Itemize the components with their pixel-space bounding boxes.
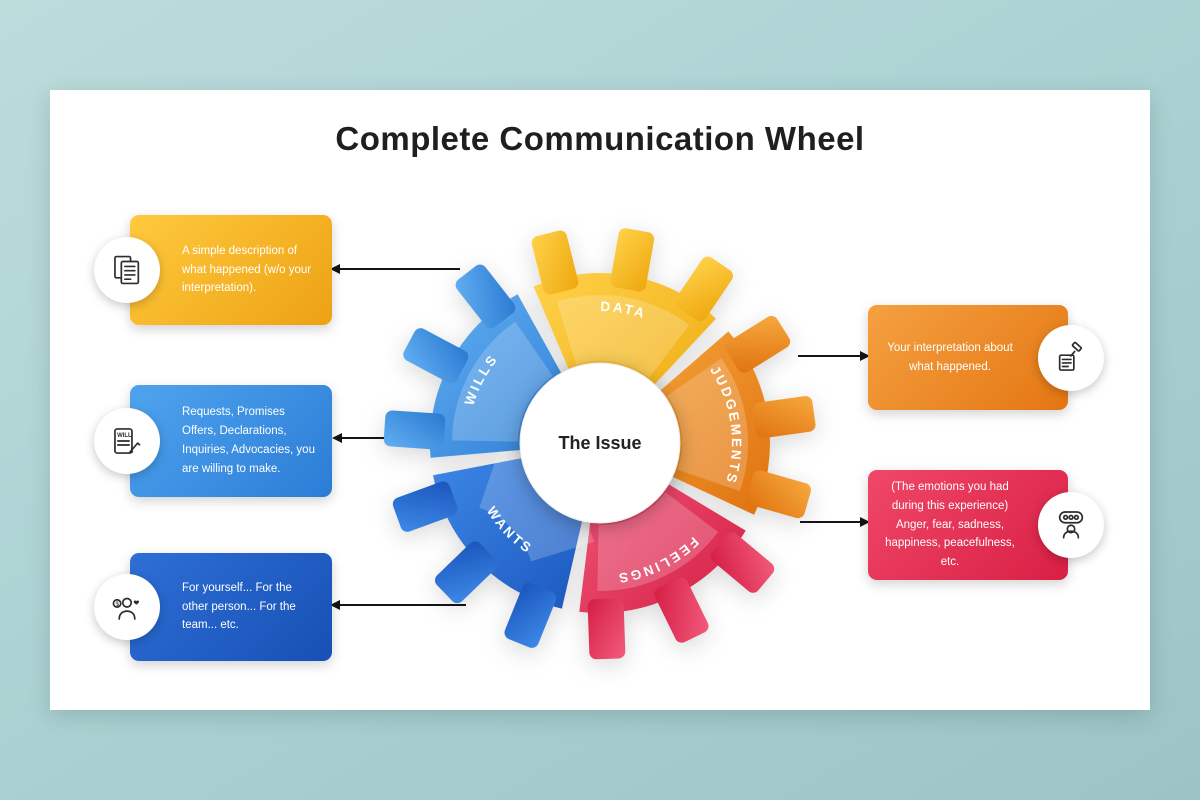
callout-card-data: A simple description of what happened (w… [94, 215, 332, 325]
segment-judgements [600, 315, 816, 519]
icon-badge [1038, 324, 1104, 391]
communication-wheel: DATA JUDGEMENTS FEELINGS WANTS WILLS The… [383, 228, 816, 660]
center-hub-label: The Issue [558, 433, 641, 453]
callout-card-wills: WILL Requests, Promises Offers, Declarat… [94, 385, 332, 497]
person-money-icon: $ [112, 597, 140, 620]
segment-data [531, 228, 733, 443]
arrow-judgements [798, 350, 870, 361]
callout-card-wants: $ For yourself... For the other person..… [94, 553, 332, 661]
will-scroll-icon: WILL [114, 428, 141, 454]
icon-badge: WILL [94, 408, 160, 474]
svg-text:WILL: WILL [117, 433, 132, 439]
callout-text-data: A simple description of what happened (w… [182, 244, 312, 295]
icon-badge [1038, 492, 1104, 558]
icon-badge [94, 237, 160, 303]
callout-text-wants: For yourself... For the other person... … [182, 581, 296, 632]
page-title: Complete Communication Wheel [335, 120, 865, 157]
arrow-wills [332, 432, 384, 443]
arrow-wants [330, 599, 466, 610]
emotions-icon [1058, 511, 1084, 539]
callout-text-feelings: (The emotions you had during this experi… [885, 480, 1015, 569]
callout-card-feelings: (The emotions you had during this experi… [868, 470, 1104, 580]
callout-text-wills: Requests, Promises Offers, Declarations,… [182, 406, 315, 475]
slide-card: Complete Communication Wheel [50, 90, 1150, 710]
arrow-feelings [800, 516, 870, 527]
icon-badge: $ [94, 574, 160, 640]
gavel-hand-icon [1058, 341, 1082, 371]
callout-card-judgements: Your interpretation about what happened. [868, 305, 1104, 410]
callout-text-judgements: Your interpretation about what happened. [887, 341, 1013, 373]
svg-text:$: $ [116, 601, 120, 608]
document-list-icon [114, 255, 140, 285]
arrow-data [330, 263, 460, 274]
center-hub [519, 362, 681, 524]
